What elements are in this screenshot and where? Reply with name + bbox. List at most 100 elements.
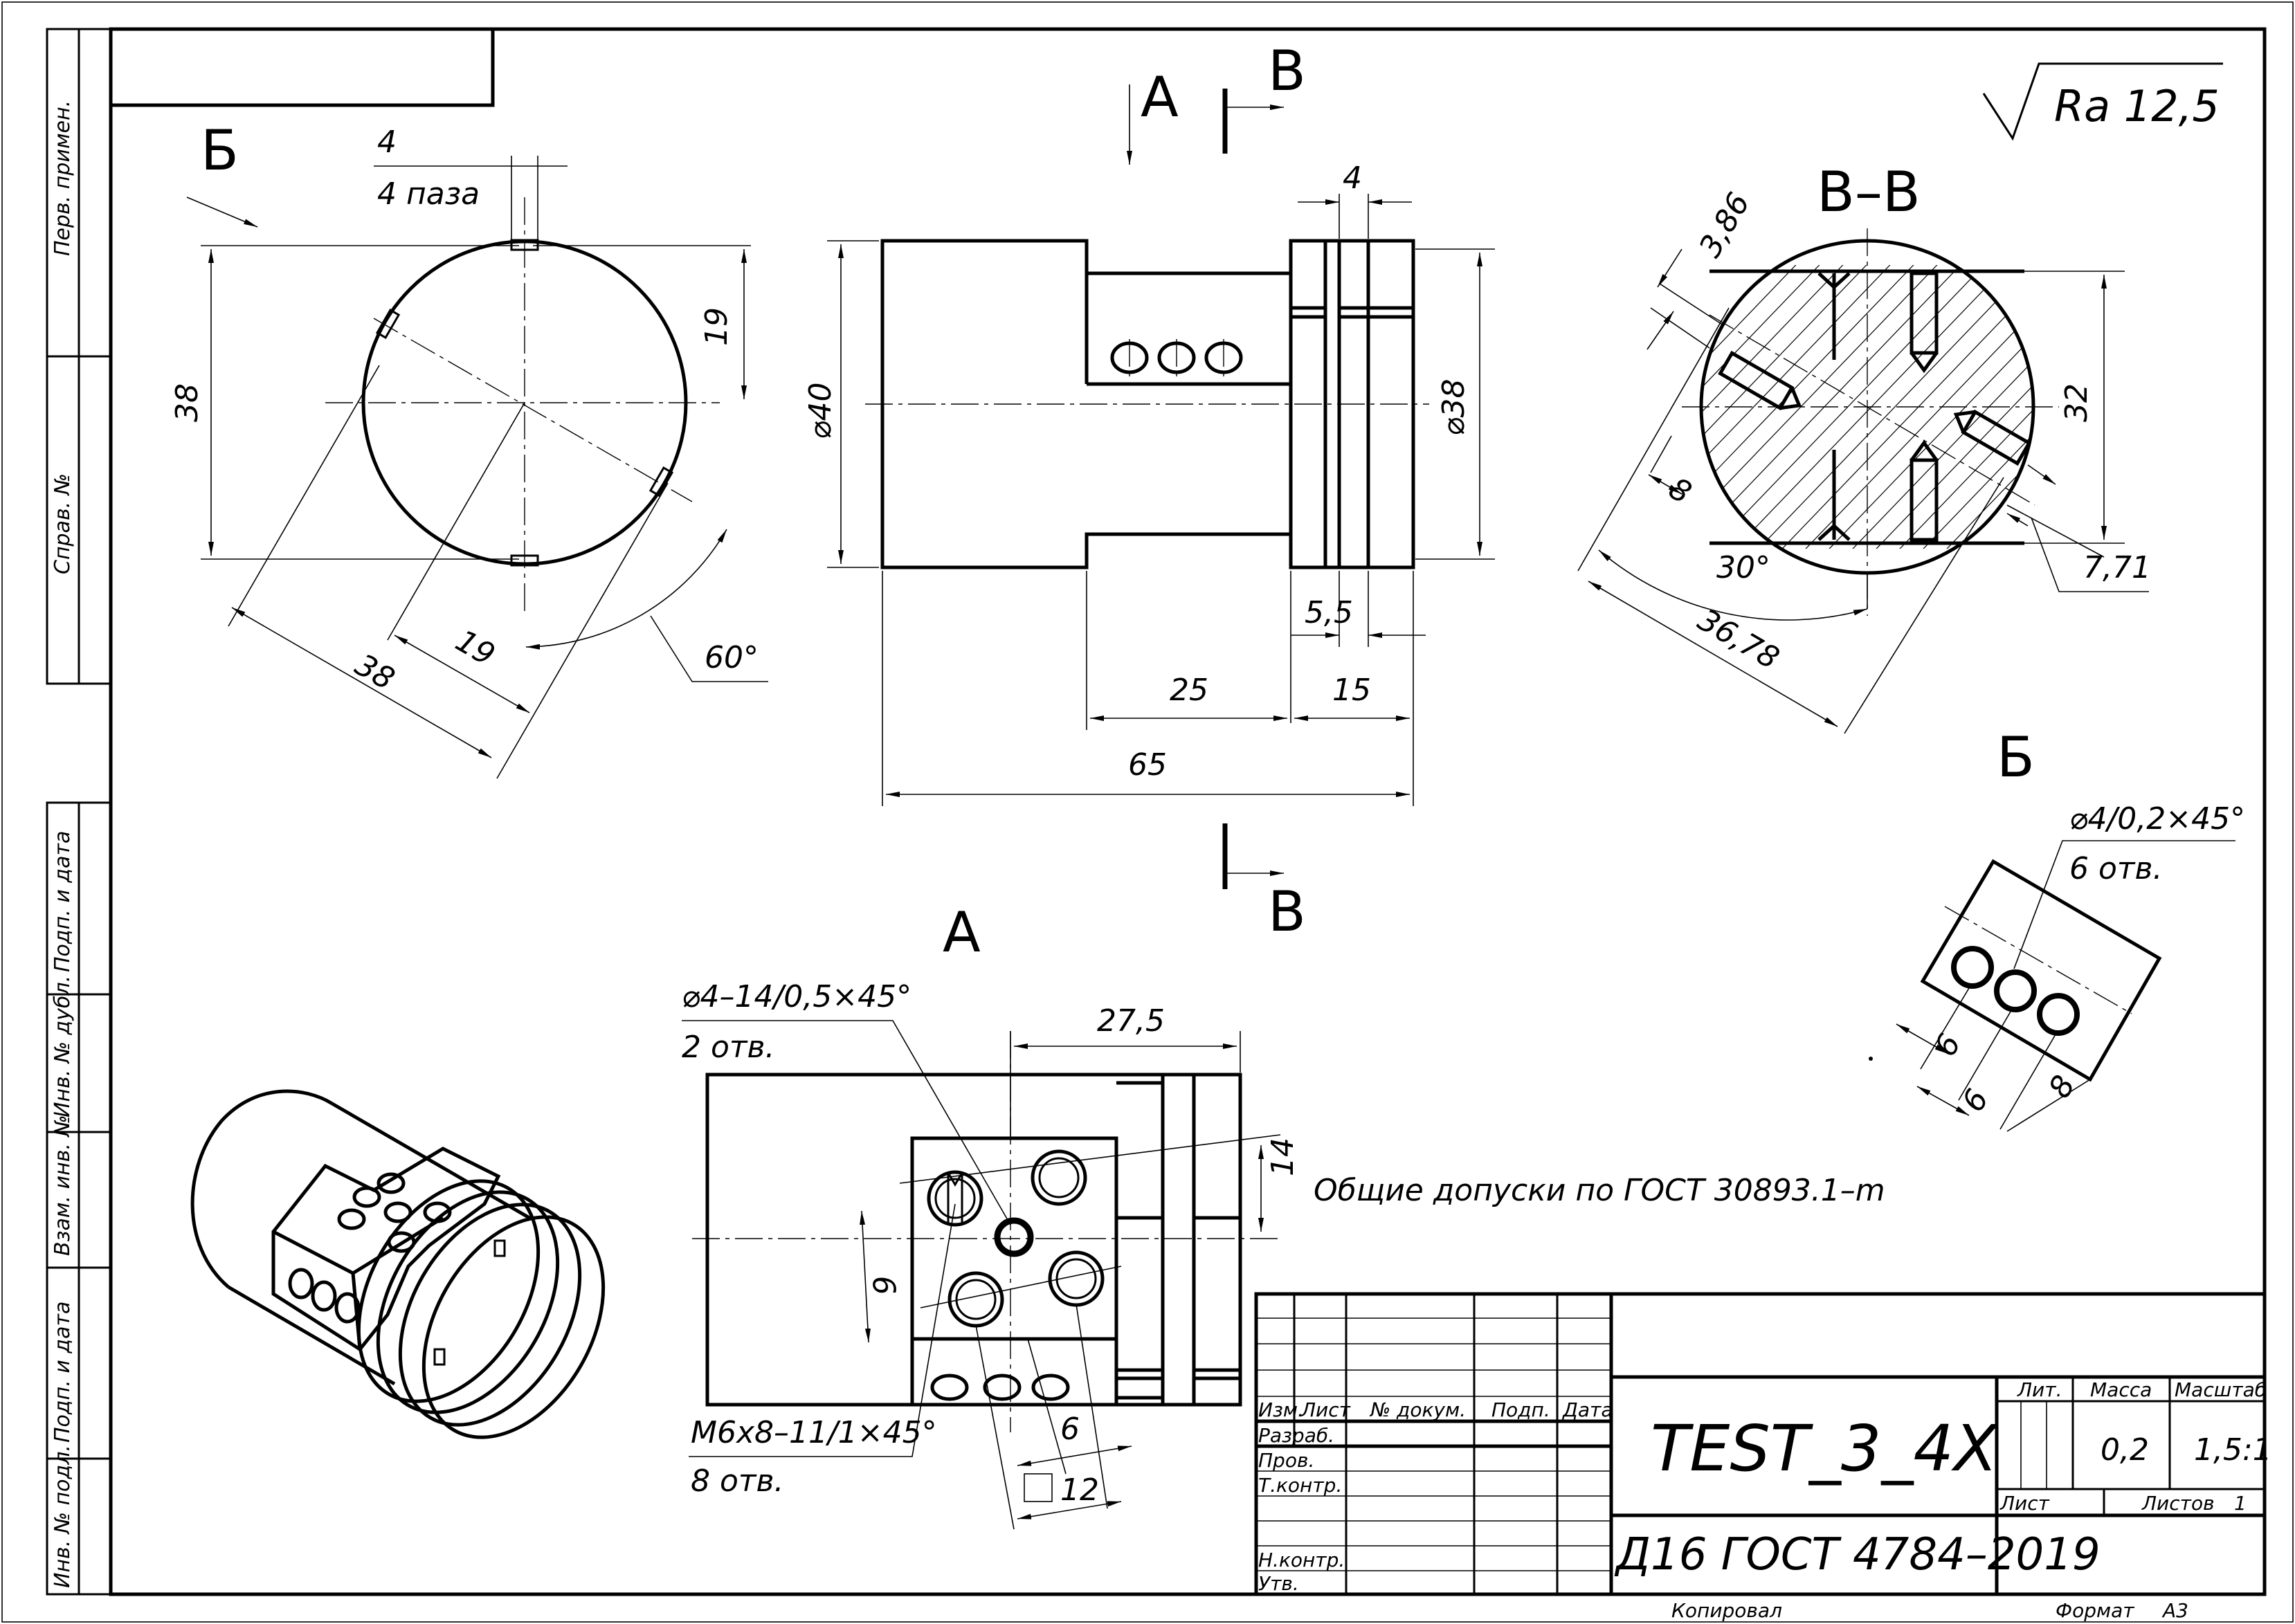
view-a-hole-spec: ⌀4–14/0,5×45° — [682, 979, 911, 1014]
section-hatch-line — [1701, 241, 2013, 573]
view-a-dim-12: 12 — [1060, 1472, 1099, 1508]
section-hatch-line — [1701, 241, 1943, 573]
section-hatch-line — [1351, 235, 1683, 581]
section-hatch-line — [1939, 241, 2033, 573]
dim-left-60deg: 60° — [705, 640, 759, 675]
side-stamp-3: Подп. и дата — [51, 831, 75, 972]
dim-section-36-78: 36,78 — [1692, 602, 1786, 676]
view-b-hole-1 — [1951, 946, 1994, 989]
side-stamp-7: Инв. № подл. — [51, 1445, 75, 1588]
view-b-hole-count: 6 отв. — [2069, 851, 2162, 886]
view-label-a-top: А — [1141, 65, 1179, 129]
view-label-a-bottom: А — [943, 900, 981, 965]
section-hatch-line — [2104, 235, 2295, 581]
tb-row-utv: Утв. — [1258, 1572, 1299, 1595]
dim-left-38-left: 38 — [170, 383, 205, 422]
dim-center-4: 4 — [1343, 161, 1362, 196]
dim-center-65: 65 — [1128, 747, 1167, 783]
view-center: А В 4 ⌀40 — [803, 39, 1495, 944]
tb-mass-label: Масса — [2090, 1378, 2152, 1401]
section-hatch-line — [1868, 241, 2033, 573]
view-a-thread-count: 8 отв. — [691, 1463, 783, 1499]
section-label-top: В — [1268, 39, 1306, 103]
dim-section-30deg: 30° — [1716, 550, 1770, 585]
section-hatch-line — [1701, 241, 1707, 573]
dim-center-25: 25 — [1170, 673, 1208, 708]
tb-row-nkontr: Н.контр. — [1258, 1549, 1345, 1571]
side-stamp-4: Инв. № дубл. — [51, 976, 75, 1117]
roughness-symbol: Ra 12,5 — [1982, 62, 2223, 141]
tb-row-prov: Пров. — [1258, 1449, 1314, 1472]
view-b-hole-2 — [1994, 969, 2037, 1012]
side-stamp-1: Перв. примен. — [51, 100, 75, 256]
view-b-dim-8: 8 — [2042, 1070, 2082, 1104]
section-hatch-line — [1797, 241, 2033, 573]
view-left: Б 4 4 паза 19 38 38 19 — [170, 118, 768, 779]
section-hatch-line — [1892, 241, 2033, 573]
dim-section-8: 8 — [1663, 471, 1698, 511]
dim-center-15: 15 — [1332, 673, 1371, 708]
dim-left-slots: 4 паза — [377, 176, 480, 212]
section-hatch-line — [1701, 241, 1872, 573]
roughness-value: Ra 12,5 — [2054, 81, 2220, 131]
view-a-hole-count: 2 отв. — [682, 1030, 774, 1065]
tb-scale-value: 1,5:1 — [2194, 1432, 2272, 1468]
dim-center-dia40: ⌀40 — [803, 383, 838, 439]
view-b-dim-6b: 6 — [1955, 1084, 1995, 1118]
section-hatch-line — [2175, 235, 2295, 581]
view-a-thread-1 — [927, 1170, 983, 1227]
copied-label: Копировал — [1671, 1599, 1782, 1622]
view-b-hole-3 — [2037, 993, 2080, 1036]
view-a-dim-14: 14 — [1265, 1138, 1300, 1176]
dim-section-32: 32 — [2059, 383, 2094, 422]
section-hatch-line — [1701, 241, 1919, 573]
section-title: В–В — [1817, 160, 1921, 224]
view-a: А 27,5 — [682, 900, 1885, 1530]
section-hatch-line — [1774, 241, 2033, 573]
dim-center-5-5: 5,5 — [1305, 595, 1353, 630]
section-hatch-line — [1701, 241, 1990, 573]
tb-lit-label: Лит. — [2017, 1378, 2062, 1401]
tb-scale-label: Масштаб — [2175, 1378, 2267, 1401]
view-a-small-hole — [994, 1217, 1034, 1257]
section-view: В–В 3,86 32 — [1327, 160, 2295, 734]
tb-row-razrab: Разраб. — [1258, 1424, 1334, 1447]
tb-col-izm: Изм. — [1258, 1398, 1304, 1421]
section-hatch-line — [2151, 235, 2295, 581]
view-a-dim-9: 9 — [867, 1274, 904, 1296]
view-b-detail: Б ⌀4/0,2×45° 6 отв. 6 6 8 — [1869, 725, 2245, 1132]
section-hatch-line — [1701, 241, 1966, 573]
tb-col-list: Лист — [1300, 1398, 1351, 1421]
section-hatch-line — [1701, 241, 1896, 573]
section-hatch-line — [1701, 241, 1825, 573]
section-hatch-line — [1701, 241, 1778, 573]
dim-left-38-bottom: 38 — [350, 647, 401, 697]
format-value: А3 — [2161, 1599, 2188, 1622]
view-a-dim-6: 6 — [1060, 1412, 1080, 1447]
side-stamp-2: Справ. № — [51, 473, 75, 574]
tb-material: Д16 ГОСТ 4784–2019 — [1614, 1529, 2101, 1580]
tb-row-tkontr: Т.контр. — [1258, 1474, 1342, 1497]
view-label-b-left: Б — [201, 118, 239, 183]
tb-col-doc: № докум. — [1369, 1398, 1466, 1421]
tb-sheet-label: Лист — [1999, 1492, 2050, 1515]
section-hatch-line — [1701, 241, 1754, 573]
tb-col-podp: Подп. — [1491, 1398, 1550, 1421]
section-label-bottom: В — [1268, 879, 1306, 944]
section-hatch-line — [2128, 235, 2295, 581]
format-label: Формат — [2056, 1599, 2134, 1622]
side-stamp: Перв. примен. Справ. № Подп. и дата Инв.… — [46, 28, 112, 1596]
side-stamp-6: Подп. и дата — [51, 1302, 75, 1443]
dim-center-dia38: ⌀38 — [1436, 379, 1471, 436]
tolerance-note: Общие допуски по ГОСТ 30893.1–m — [1314, 1173, 1885, 1208]
tb-col-data: Дата — [1561, 1398, 1613, 1421]
section-hatch-line — [1701, 241, 1849, 573]
dim-section-3-86: 3,86 — [1692, 187, 1757, 263]
section-hatch-line — [1327, 235, 1660, 581]
section-hatch-line — [1844, 241, 2033, 573]
dim-left-19-bottom: 19 — [450, 623, 501, 673]
section-hatch-line — [1962, 241, 2033, 573]
section-hatch-line — [1915, 241, 2033, 573]
dim-left-4: 4 — [377, 125, 397, 160]
